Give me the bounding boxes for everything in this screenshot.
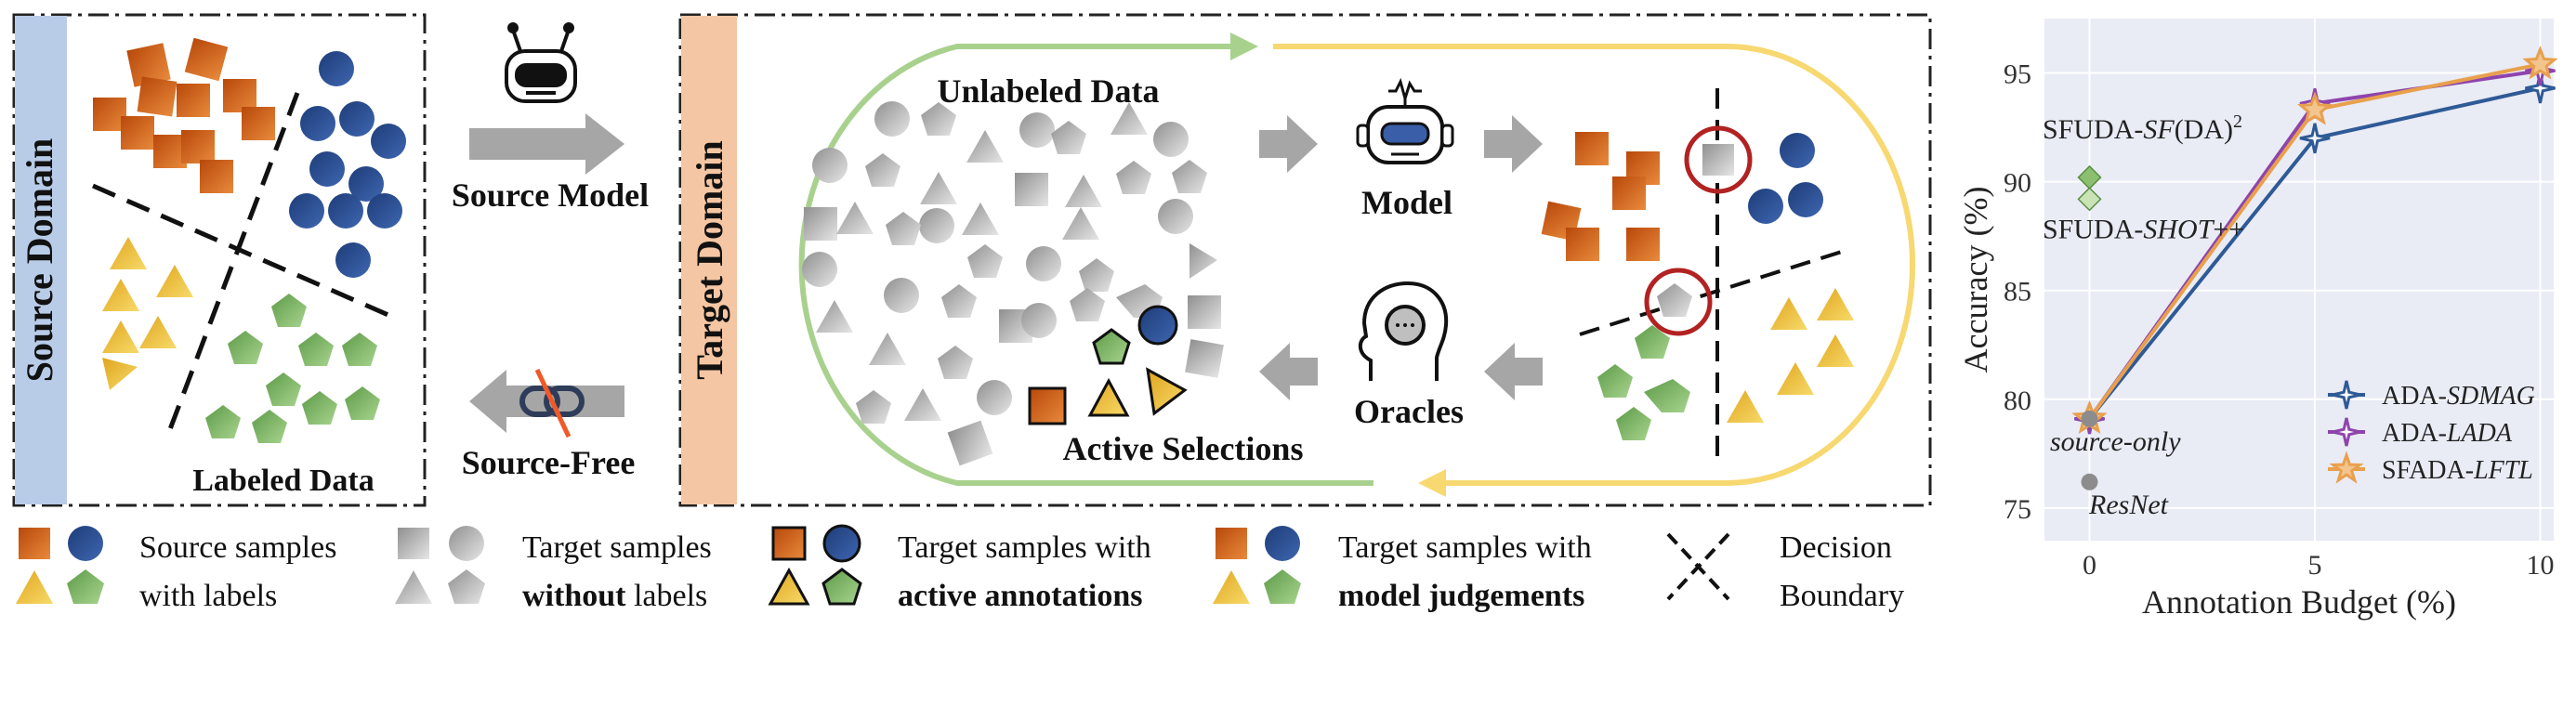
source-free-arrow-group: Source-Free bbox=[462, 368, 636, 481]
source-yellow-triangles bbox=[102, 237, 193, 390]
decision-boundary-line bbox=[1579, 249, 1846, 336]
unlabeled-data-label: Unlabeled Data bbox=[937, 72, 1159, 110]
source-model-label: Source Model bbox=[452, 176, 649, 214]
annotation-source-only: source-only bbox=[2050, 426, 2181, 457]
legend-text: Target samples with bbox=[1338, 530, 1592, 565]
annotation-sfda-shot: SFUDA-SHOT++ bbox=[2043, 215, 2244, 245]
legend-text: model judgements bbox=[1338, 579, 1584, 613]
legend-item-target-unlabeled: Target samples without labels bbox=[395, 526, 712, 613]
unlabeled-gray-shapes bbox=[802, 101, 1224, 466]
x-tick-label: 5 bbox=[2307, 550, 2321, 581]
baseline-point bbox=[2077, 187, 2102, 212]
chart-legend-label: ADA-SDMAG bbox=[2382, 382, 2535, 411]
target-domain-title: Target Domain bbox=[689, 140, 730, 379]
x-tick-label: 0 bbox=[2083, 550, 2096, 581]
series-point bbox=[2525, 72, 2556, 104]
model-robot-icon bbox=[1356, 77, 1454, 164]
model-judgements-area bbox=[1541, 88, 1854, 460]
broken-link-icon bbox=[519, 368, 585, 438]
chart-legend-label: ADA-LADA bbox=[2382, 419, 2513, 448]
legend: Source samples with labels Target sample… bbox=[16, 524, 1904, 613]
y-tick-label: 75 bbox=[2004, 494, 2031, 525]
annotation-resnet: ResNet bbox=[2088, 490, 2169, 520]
source-domain-title: Source Domain bbox=[19, 138, 60, 383]
baseline-point bbox=[2081, 473, 2098, 490]
baseline-point bbox=[2081, 410, 2098, 427]
loop-green bbox=[798, 33, 1373, 486]
source-green-pentagons bbox=[205, 294, 380, 443]
x-tick-label: 10 bbox=[2526, 550, 2554, 581]
annotation-sfda-sf-da2: SFUDA-SF(DA)2 bbox=[2043, 111, 2242, 145]
legend-text: Source samples bbox=[139, 530, 336, 565]
active-selections-shapes bbox=[1028, 305, 1188, 425]
active-selections-label: Active Selections bbox=[1063, 430, 1304, 467]
labeled-data-caption: Labeled Data bbox=[192, 464, 375, 498]
source-model-arrow bbox=[469, 113, 624, 175]
source-free-label: Source-Free bbox=[462, 444, 636, 481]
oracles-head-icon bbox=[1358, 281, 1449, 381]
source-domain-bar bbox=[15, 16, 67, 504]
model-label: Model bbox=[1361, 184, 1452, 221]
flow-arrow-to-judgements bbox=[1484, 115, 1543, 173]
series-point bbox=[2296, 91, 2333, 125]
legend-text: Boundary bbox=[1780, 579, 1904, 613]
series-point bbox=[2299, 123, 2331, 154]
flow-arrow-to-unlabeled bbox=[1259, 343, 1318, 400]
flow-arrow-to-model bbox=[1259, 115, 1318, 173]
y-tick-label: 80 bbox=[2004, 386, 2031, 416]
legend-text: Target samples bbox=[522, 530, 712, 565]
legend-text: with labels bbox=[139, 579, 277, 613]
legend-text: active annotations bbox=[898, 579, 1143, 613]
target-domain-panel: Target Domain Unlabeled Data bbox=[678, 13, 1932, 507]
chart-legend-label: SFADA-LFTL bbox=[2382, 456, 2533, 485]
robot-icon bbox=[505, 22, 577, 103]
y-tick-label: 85 bbox=[2004, 277, 2031, 307]
legend-item-model-judgements: Target samples with model judgements bbox=[1213, 526, 1592, 613]
source-orange-squares bbox=[93, 37, 275, 193]
y-tick-label: 90 bbox=[2004, 168, 2031, 199]
legend-item-source-labeled: Source samples with labels bbox=[16, 526, 336, 613]
legend-item-active-annotations: Target samples with active annotations bbox=[768, 524, 1151, 613]
legend-text: without labels bbox=[522, 579, 707, 613]
chart-legend-marker bbox=[2332, 380, 2361, 410]
target-domain-bar bbox=[681, 16, 737, 504]
y-axis-label: Accuracy (%) bbox=[1957, 187, 1994, 373]
flow-arrow-to-oracles bbox=[1484, 343, 1543, 400]
x-axis-label: Annotation Budget (%) bbox=[2142, 583, 2456, 621]
chart-legend-marker bbox=[2329, 451, 2364, 484]
oracles-label: Oracles bbox=[1354, 393, 1464, 430]
source-model-arrow-group: Source Model bbox=[452, 22, 649, 214]
loop-yellow bbox=[1273, 44, 1915, 497]
y-tick-label: 95 bbox=[2004, 59, 2031, 90]
series-point bbox=[2522, 46, 2558, 80]
decision-boundary-line bbox=[91, 183, 392, 319]
legend-text: Target samples with bbox=[898, 530, 1151, 565]
source-domain-panel: Source Domain bbox=[12, 13, 427, 507]
legend-item-decision-boundary: Decision Boundary bbox=[1666, 530, 1904, 613]
source-blue-circles bbox=[289, 51, 406, 278]
chart-legend-marker bbox=[2332, 417, 2361, 447]
legend-text: Decision bbox=[1780, 530, 1892, 565]
decision-boundary-line bbox=[164, 92, 300, 438]
